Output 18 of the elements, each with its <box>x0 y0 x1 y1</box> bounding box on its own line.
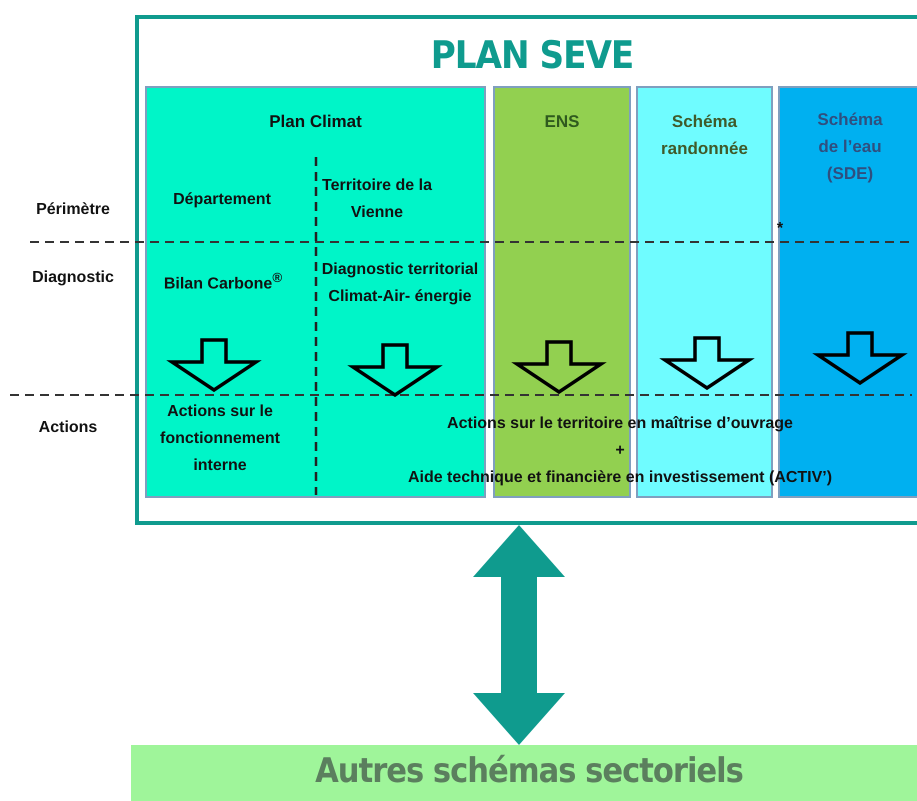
action-text: Actions sur le fonctionnement interne <box>159 402 281 476</box>
row-label: Diagnostic <box>31 268 115 288</box>
column-heading: ENS <box>544 111 580 133</box>
row-label: Actions <box>38 418 98 438</box>
plan-frame <box>135 15 917 525</box>
frame-title: PLAN SEVE <box>430 33 634 79</box>
double-arrow <box>473 525 565 745</box>
scope-text: Département <box>172 190 272 210</box>
column-heading: Schéma de l’eau (SDE) <box>816 109 884 185</box>
column-heading: Schéma randonnée <box>660 111 749 160</box>
plus-sign: + <box>614 441 626 461</box>
band-title: Autres schémas sectoriels <box>314 751 744 792</box>
row-label: Périmètre <box>35 200 111 220</box>
column-heading: Plan Climat <box>268 111 363 133</box>
method-text: Bilan Carbone$^{®}$ <box>162 269 284 294</box>
method-text: Diagnostic territorial Climat-Air- énergie <box>320 260 480 307</box>
sector-band <box>131 745 917 801</box>
scope-text: Territoire de la Vienne <box>321 176 434 223</box>
